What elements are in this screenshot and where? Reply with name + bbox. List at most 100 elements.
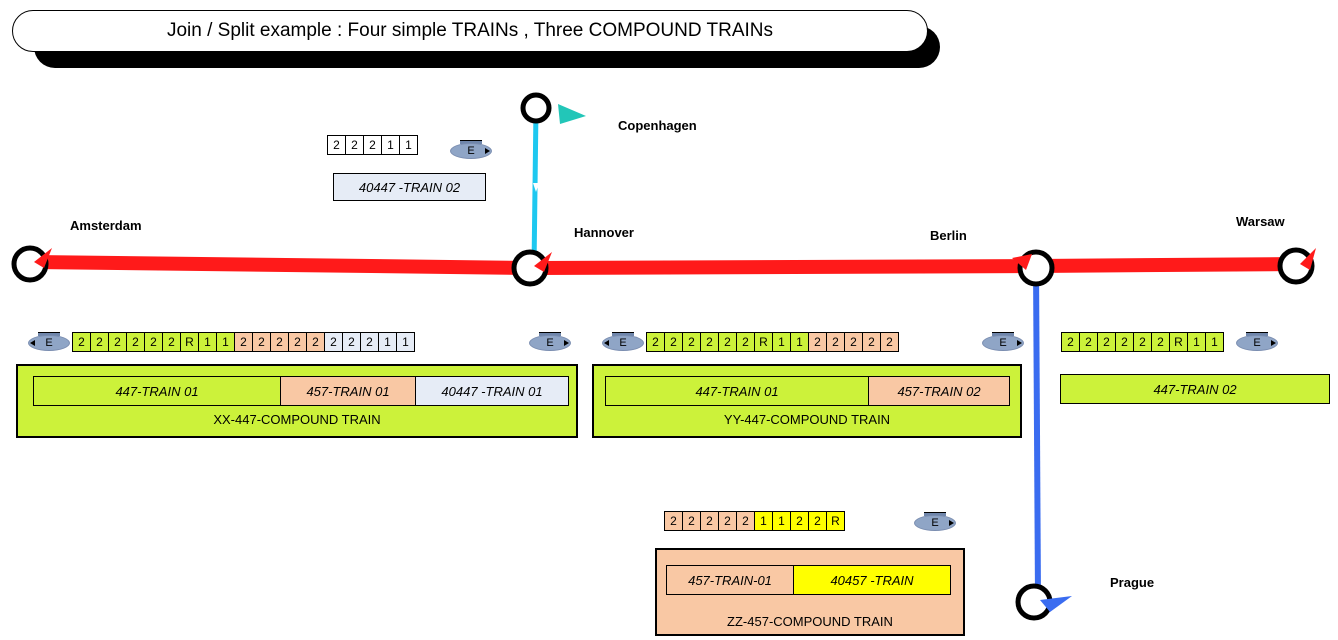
train-car: 2: [700, 511, 719, 531]
train-car: 2: [1151, 332, 1170, 352]
locomotive: E: [527, 332, 573, 352]
train-car: 1: [396, 332, 415, 352]
city-label-copenhagen: Copenhagen: [618, 118, 697, 133]
city-label-warsaw: Warsaw: [1236, 214, 1285, 229]
compound-label: ZZ-457-COMPOUND TRAIN: [727, 614, 893, 629]
engine-label: E: [546, 337, 554, 349]
city-label-hannover: Hannover: [574, 225, 634, 240]
train-447-02[interactable]: 447-TRAIN 02: [1060, 374, 1330, 404]
train-car: 2: [736, 511, 755, 531]
segment-457-train-01[interactable]: 457-TRAIN 01: [280, 376, 416, 406]
train-car: 2: [288, 332, 307, 352]
segment-40457-train[interactable]: 40457 -TRAIN: [793, 565, 951, 595]
train-car: 2: [363, 135, 382, 155]
train-car: 2: [252, 332, 271, 352]
train-car: 2: [664, 332, 683, 352]
locomotive: E: [26, 332, 72, 352]
train-car: 1: [772, 332, 791, 352]
train-car: 1: [790, 332, 809, 352]
train-car: 2: [646, 332, 665, 352]
train-car: 2: [790, 511, 809, 531]
train-car: 2: [306, 332, 325, 352]
train-car: 2: [826, 332, 845, 352]
train-car: 2: [90, 332, 109, 352]
segment-457-train-01[interactable]: 457-TRAIN-01: [666, 565, 794, 595]
copenhagen-line-arrow: [533, 183, 539, 192]
train-car: 1: [381, 135, 400, 155]
station-copenhagen[interactable]: [520, 92, 586, 124]
locomotive: E: [600, 332, 646, 352]
train-car: 2: [327, 135, 346, 155]
segment-40447-train-01[interactable]: 40447 -TRAIN 01: [415, 376, 569, 406]
train-car: 2: [1079, 332, 1098, 352]
train-car: 2: [108, 332, 127, 352]
station-prague[interactable]: [1015, 583, 1072, 621]
train-car: 1: [1187, 332, 1206, 352]
station-berlin[interactable]: [1012, 249, 1055, 287]
compound-label: YY-447-COMPOUND TRAIN: [723, 412, 891, 427]
train-car: 1: [772, 511, 791, 531]
locomotive: E: [980, 332, 1026, 352]
xx-train-cars: 2 2 2 2 2 2 R 1 1 2 2 2 2 2 2 2 2 1 1: [72, 332, 415, 352]
segment-447-train-01[interactable]: 447-TRAIN 01: [33, 376, 281, 406]
train-car: 1: [378, 332, 397, 352]
train-car: 1: [399, 135, 418, 155]
train-car: R: [1169, 332, 1188, 352]
train-car: 1: [198, 332, 217, 352]
locomotive: E: [1234, 332, 1280, 352]
line-amsterdam-hannover: [33, 255, 535, 275]
compound-train-yy[interactable]: 447-TRAIN 01 457-TRAIN 02 YY-447-COMPOUN…: [592, 364, 1022, 438]
yy-train-cars: 2 2 2 2 2 2 R 1 1 2 2 2 2 2: [646, 332, 899, 352]
train-car: R: [754, 332, 773, 352]
city-label-prague: Prague: [1110, 575, 1155, 590]
zz-train-cars: 2 2 2 2 2 1 1 2 2 R: [664, 511, 845, 531]
train-car: 2: [126, 332, 145, 352]
train-car: 2: [1115, 332, 1134, 352]
line-hannover-berlin: [533, 259, 1037, 275]
train-car: 2: [700, 332, 719, 352]
engine-label: E: [1253, 337, 1261, 349]
train-car: 2: [736, 332, 755, 352]
compound-label: XX-447-COMPOUND TRAIN: [213, 412, 381, 427]
train-car: 2: [162, 332, 181, 352]
train-car: 2: [234, 332, 253, 352]
train-car: 2: [718, 511, 737, 531]
engine-label: E: [931, 517, 939, 529]
train-car: 2: [270, 332, 289, 352]
train-car: R: [180, 332, 199, 352]
station-hannover[interactable]: [511, 249, 552, 287]
engine-label: E: [45, 337, 53, 349]
city-label-berlin: Berlin: [930, 228, 967, 243]
engine-label: E: [467, 145, 475, 157]
line-berlin-prague: [1033, 265, 1041, 599]
city-label-amsterdam: Amsterdam: [70, 218, 142, 233]
train-car: 2: [72, 332, 91, 352]
train-car: 1: [1205, 332, 1224, 352]
train-car: 2: [1133, 332, 1152, 352]
train-car: 2: [360, 332, 379, 352]
warsaw-train-cars: 2 2 2 2 2 2 R 1 1: [1061, 332, 1224, 352]
train-car: 2: [144, 332, 163, 352]
train-car: 2: [718, 332, 737, 352]
train-car: 2: [808, 332, 827, 352]
train-car: 2: [345, 135, 364, 155]
train-car: 2: [324, 332, 343, 352]
station-amsterdam[interactable]: [11, 245, 52, 283]
train-car: 1: [216, 332, 235, 352]
station-warsaw[interactable]: [1277, 247, 1316, 285]
line-berlin-warsaw: [1035, 257, 1297, 273]
train-car: 2: [682, 332, 701, 352]
segment-447-train-01[interactable]: 447-TRAIN 01: [605, 376, 869, 406]
compound-train-xx[interactable]: 447-TRAIN 01 457-TRAIN 01 40447 -TRAIN 0…: [16, 364, 578, 438]
compound-train-zz[interactable]: 457-TRAIN-01 40457 -TRAIN ZZ-457-COMPOUN…: [655, 548, 965, 636]
train-car: 2: [808, 511, 827, 531]
train-40447-02[interactable]: 40447 -TRAIN 02: [333, 173, 486, 201]
train-car: 2: [664, 511, 683, 531]
train-car: 2: [682, 511, 701, 531]
engine-label: E: [619, 337, 627, 349]
segment-457-train-02[interactable]: 457-TRAIN 02: [868, 376, 1010, 406]
locomotive: E: [448, 140, 494, 160]
train-car: 2: [342, 332, 361, 352]
train-car: 2: [862, 332, 881, 352]
